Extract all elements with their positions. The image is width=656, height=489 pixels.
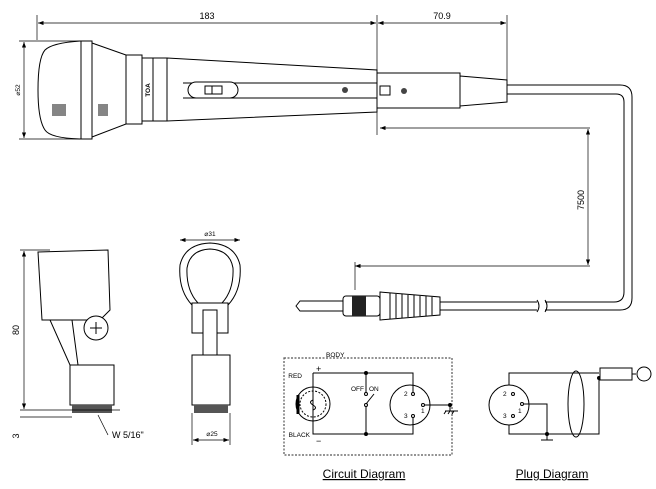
cable xyxy=(440,84,633,313)
circuit-diagram-title: Circuit Diagram xyxy=(323,467,406,481)
dimension-70-9: 70.9 xyxy=(378,11,508,80)
screw-icon xyxy=(401,88,407,94)
head-ring xyxy=(80,40,93,140)
body-label: BODY xyxy=(326,352,345,359)
plug-diagram-title: Plug Diagram xyxy=(516,467,589,481)
dimension-head-diameter: ⌀52 xyxy=(15,40,80,140)
microphone-side-view: TOA xyxy=(37,40,508,140)
holder-height-label: 80 xyxy=(11,325,21,335)
connector xyxy=(376,72,461,109)
plug-pin-3-label: 3 xyxy=(503,413,507,420)
head-diameter-label: ⌀52 xyxy=(15,84,22,96)
holder-bottom-diameter-label: ⌀25 xyxy=(206,431,218,438)
red-label: RED xyxy=(288,373,302,380)
pin-1-label: 1 xyxy=(421,408,425,415)
off-label: OFF xyxy=(351,386,364,393)
plug-diagram: 2 3 1 Plug Diagram xyxy=(488,366,652,481)
holder-top-diameter-label: ⌀31 xyxy=(204,231,216,238)
thread-label: W 5/16" xyxy=(112,430,144,440)
cable-length-label: 7500 xyxy=(576,190,586,210)
circuit-diagram: BODY RED BLACK + − OFF ON 2 3 1 Circuit … xyxy=(283,352,458,481)
plug-pin-1-label: 1 xyxy=(518,408,522,415)
plug-pin-2-label: 2 xyxy=(503,391,507,398)
grille-pattern-icon xyxy=(52,104,108,116)
dimension-7500: 7500 xyxy=(354,125,591,290)
pin-2-label: 2 xyxy=(404,391,408,398)
holder-side-view: 80 3 W 5/16" xyxy=(11,249,144,440)
brand-logo: TOA xyxy=(145,83,152,97)
plus-label: + xyxy=(316,364,321,374)
on-label: ON xyxy=(369,386,379,393)
holder-base-label: 3 xyxy=(11,433,21,438)
dimension-183-label: 183 xyxy=(199,11,214,21)
black-label: BLACK xyxy=(289,432,311,439)
minus-label: − xyxy=(316,436,321,446)
screw-icon xyxy=(342,87,348,93)
holder-front-view: ⌀31 ⌀25 xyxy=(179,231,241,445)
dimension-70-9-label: 70.9 xyxy=(433,11,451,21)
pin-3-label: 3 xyxy=(404,413,408,420)
phone-plug xyxy=(295,291,441,321)
